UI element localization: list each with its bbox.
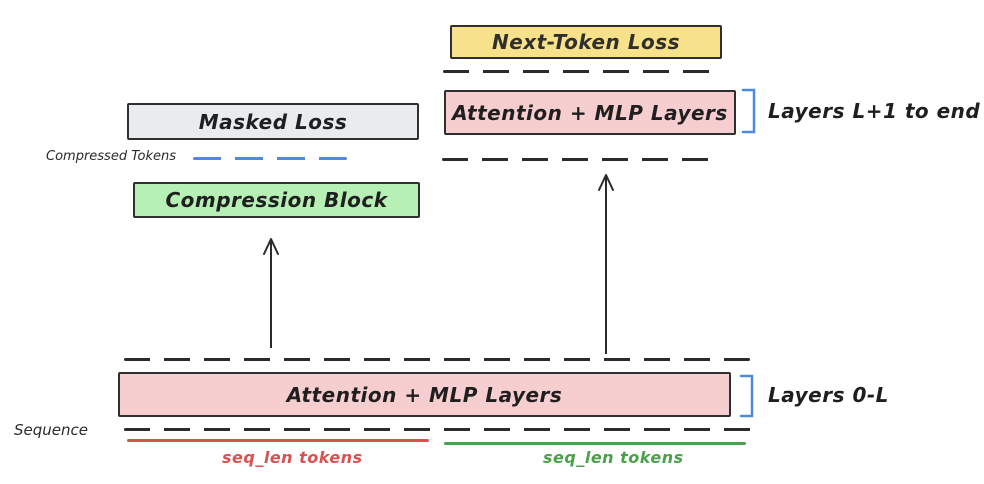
attention-mlp-lower-box: Attention + MLP Layers: [118, 372, 731, 417]
compression-block-box: Compression Block: [133, 182, 420, 218]
seq-len-tokens-green-label: seq_len tokens: [543, 448, 684, 467]
seq-len-green-underline: [444, 442, 746, 445]
seq-len-red-underline: [127, 439, 429, 442]
layers-lower-label: Layers 0-L: [768, 383, 889, 407]
sequence-label: Sequence: [14, 421, 88, 439]
compression-block-label: Compression Block: [165, 188, 388, 212]
attention-mlp-upper-label: Attention + MLP Layers: [452, 100, 728, 125]
arrow-up-to-upper-attention-icon: [598, 174, 614, 354]
seq-len-tokens-red-label: seq_len tokens: [222, 448, 363, 467]
masked-loss-box: Masked Loss: [127, 103, 419, 140]
layers-upper-label: Layers L+1 to end: [768, 99, 981, 123]
bracket-lower-icon: [739, 374, 754, 418]
compressed-tokens-label: Compressed Tokens: [46, 149, 177, 164]
next-token-loss-box: Next-Token Loss: [450, 25, 722, 59]
token-row-dashes-below-upper-attention: [442, 158, 718, 161]
next-token-loss-label: Next-Token Loss: [491, 30, 681, 54]
attention-mlp-lower-label: Attention + MLP Layers: [286, 382, 563, 407]
arrow-up-to-compression-block-icon: [263, 238, 279, 348]
attention-mlp-upper-box: Attention + MLP Layers: [444, 90, 736, 135]
token-row-dashes-above-upper-attention: [443, 70, 719, 73]
bracket-upper-icon: [741, 88, 756, 134]
token-row-dashes-below-lower-attention: [124, 428, 751, 431]
masked-loss-label: Masked Loss: [198, 109, 348, 134]
token-row-dashes-above-lower-attention: [124, 358, 750, 361]
compressed-tokens-dashes: [193, 157, 347, 160]
